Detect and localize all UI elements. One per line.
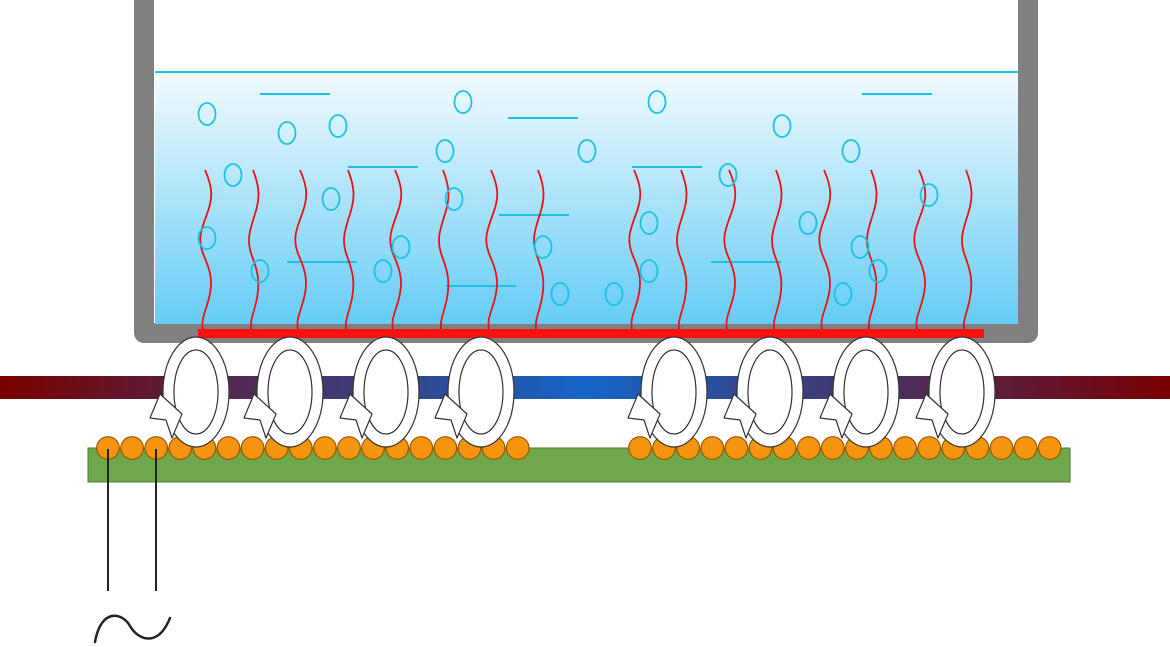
heat-wave [961,169,973,331]
eddy-current-loop-icon [819,336,900,448]
heat-wave [913,169,927,331]
heat-waves [199,169,973,331]
arrowhead [819,393,853,439]
bubble [533,235,553,259]
loop-inner [747,349,793,435]
bubble [577,139,597,163]
bubble [798,211,818,235]
coil-bead [1013,436,1038,460]
bubble [604,282,624,306]
coil-bead [893,436,917,460]
bubble [850,235,870,259]
coil-bead [313,436,337,460]
eddy-current-loop-icon [723,336,804,448]
bubble [639,211,659,235]
coil-bead [917,436,942,460]
bubble [772,114,792,138]
bubble [435,139,455,163]
loop-inner [267,349,313,435]
eddy-current-loop-icon [339,336,420,448]
loop-inner [458,349,504,435]
heat-wave [294,169,308,331]
coil-bead [1037,436,1062,460]
eddy-current-loop-icon [915,336,996,448]
bubble [197,102,217,126]
hot-plate [198,329,984,338]
sine-wave-icon [93,614,172,644]
heat-wave [676,169,688,331]
loop-inner [173,349,219,435]
bubble [197,226,217,250]
arrowhead [723,393,757,439]
coil-bead [120,436,145,460]
coil-bead [796,436,821,460]
bubble [328,114,348,138]
heat-wave [343,169,355,331]
coil-bead [240,436,265,460]
bubble [444,187,464,211]
bubble [647,90,667,114]
heat-wave [723,169,737,331]
loop-inner [363,349,409,435]
heat-wave [199,169,213,331]
coil-bead [337,436,361,460]
bubble [250,259,270,283]
eddy-current-loop-icon [627,336,708,448]
coil-bead [505,436,530,460]
coil-bead [628,436,652,460]
coil-bead [820,436,845,460]
arrowhead [434,393,468,439]
bubble [919,183,939,207]
bubble [223,163,243,187]
eddy-current-loop-icon [434,336,515,448]
bubble [868,259,888,283]
bubble [391,235,411,259]
coil-bead [216,436,241,460]
arrowhead [915,393,949,439]
eddy-current-loop-icon [243,336,324,448]
coil-bead [989,436,1014,460]
loop-inner [651,349,697,435]
arrowhead [149,393,183,439]
bubble [718,163,738,187]
loop-inner [843,349,889,435]
coil-bead [433,436,458,460]
heat-wave [438,169,450,331]
arrowhead [243,393,277,439]
heat-wave [389,169,403,331]
eddy-current-loops [149,336,996,448]
heat-wave [485,169,499,331]
bubble [453,90,473,114]
bubble [550,282,570,306]
liquid-surface-dashes [260,93,932,287]
bubble [373,259,393,283]
heat-wave [818,169,832,331]
bubble [639,259,659,283]
bubble [841,139,861,163]
loop-inner [939,349,985,435]
bubble [277,121,297,145]
bubble [833,282,853,306]
heat-wave [628,169,642,331]
heat-wave [248,169,260,331]
heat-wave [866,169,878,331]
heat-wave [771,169,783,331]
arrowhead [339,393,373,439]
bubbles [197,90,939,306]
bubble [321,187,341,211]
eddy-current-loop-icon [149,336,230,448]
coil-bead [724,436,749,460]
coil-bead [700,436,725,460]
liquid [155,71,1018,324]
arrowhead [627,393,661,439]
coil-bead [409,436,434,460]
